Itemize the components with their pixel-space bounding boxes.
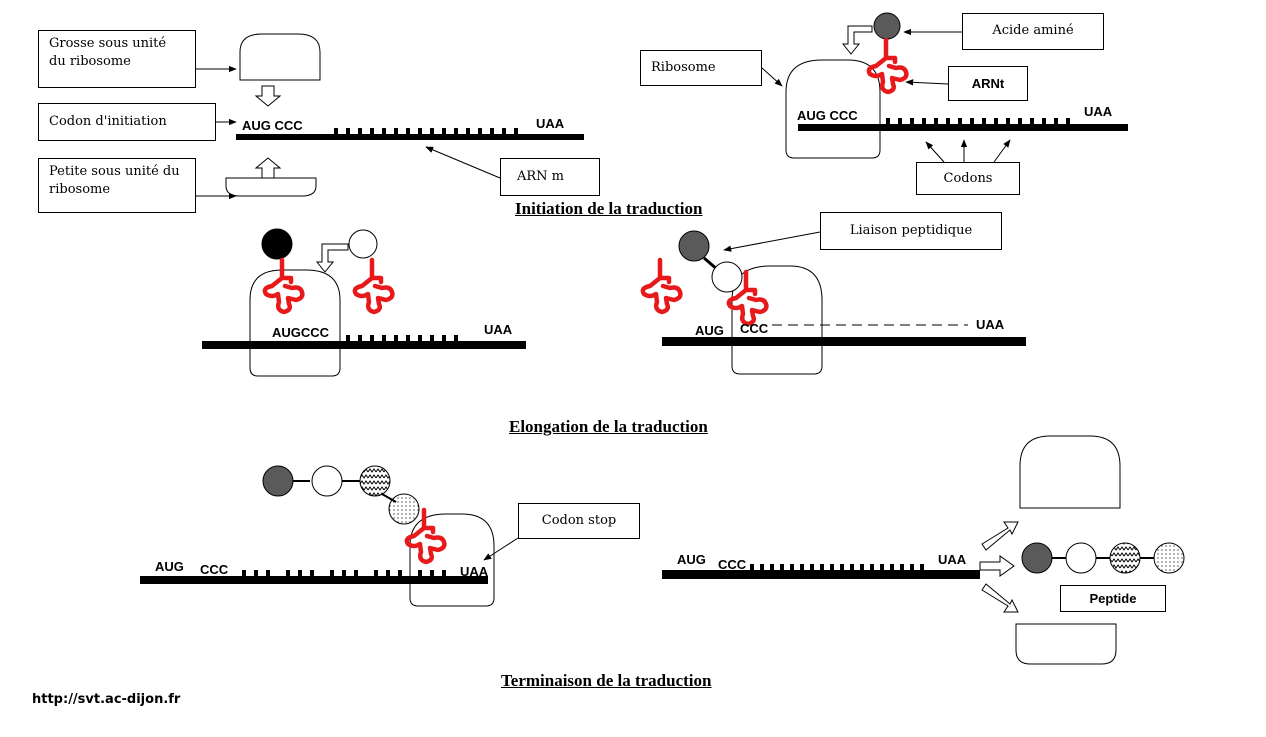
label-start-codon: Codon d'initiation bbox=[38, 103, 216, 141]
label-stop-codon: Codon stop bbox=[518, 503, 640, 539]
codon-ticks bbox=[334, 128, 518, 134]
codon-ticks bbox=[346, 335, 458, 341]
seq-uaa-p3: UAA bbox=[484, 322, 513, 337]
seq-aug-ccc-p1: AUG CCC bbox=[242, 118, 303, 133]
seq-uaa-p1: UAA bbox=[536, 116, 565, 131]
amino-acid-1 bbox=[262, 465, 294, 497]
seq-aug-ccc-p2: AUG CCC bbox=[797, 108, 858, 123]
amino-acid-met bbox=[261, 228, 293, 260]
label-peptide-bond: Liaison peptidique bbox=[820, 212, 1002, 250]
ribosome-body bbox=[785, 59, 881, 159]
seq-uaa-p2: UAA bbox=[1084, 104, 1113, 119]
label-peptide: Peptide bbox=[1060, 585, 1166, 612]
amino-acid-pro bbox=[711, 261, 743, 293]
mrna-strand bbox=[202, 341, 526, 349]
label-ribosome: Ribosome bbox=[640, 50, 762, 86]
seq-uaa-p5: UAA bbox=[460, 564, 489, 579]
seq-aug-p5: AUG bbox=[155, 559, 184, 574]
hollow-arrow-up bbox=[254, 157, 282, 179]
seq-ccc-p5: CCC bbox=[200, 562, 229, 577]
panel-elongation-incoming bbox=[202, 228, 526, 377]
source-credit: http://svt.ac-dijon.fr bbox=[32, 692, 181, 707]
seq-augccc-p3: AUGCCC bbox=[272, 325, 330, 340]
label-trna: ARNt bbox=[948, 66, 1028, 101]
amino-acid-met bbox=[873, 12, 901, 40]
mrna-strand bbox=[662, 570, 980, 579]
panel-elongation-peptide-bond bbox=[643, 230, 1026, 375]
title-initiation: Initiation de la traduction bbox=[515, 199, 703, 218]
small-subunit-shape bbox=[225, 177, 317, 197]
mrna-strand bbox=[662, 337, 1026, 346]
hollow-arrow-up-right bbox=[981, 521, 1019, 551]
label-large-subunit: Grosse sous unité du ribosome bbox=[38, 30, 196, 88]
seq-aug-p4: AUG bbox=[695, 323, 724, 338]
hollow-arrow-right bbox=[979, 555, 1015, 577]
large-subunit-shape bbox=[239, 33, 321, 81]
mrna-strand bbox=[236, 134, 584, 140]
peptide-amino-acid-2 bbox=[1065, 542, 1097, 574]
codon-ticks bbox=[242, 570, 446, 576]
codon-ticks bbox=[886, 118, 1070, 124]
title-elongation: Elongation de la traduction bbox=[509, 417, 708, 436]
peptide-amino-acid-4 bbox=[1153, 542, 1185, 574]
seq-aug-p6: AUG bbox=[677, 552, 706, 567]
label-small-subunit: Petite sous unité du ribosome bbox=[38, 158, 196, 213]
small-subunit-shape bbox=[1015, 623, 1117, 665]
seq-ccc-p4: CCC bbox=[740, 321, 769, 336]
codon-ticks bbox=[750, 564, 924, 570]
hollow-arrow-down-right bbox=[981, 583, 1019, 613]
label-codons: Codons bbox=[916, 162, 1020, 195]
panel-initiation-assembly bbox=[196, 33, 584, 200]
seq-ccc-p6: CCC bbox=[718, 557, 747, 572]
amino-acid-pro bbox=[348, 229, 378, 259]
trna-shape bbox=[355, 260, 393, 312]
amino-acid-3 bbox=[359, 465, 391, 497]
amino-acid-2 bbox=[311, 465, 343, 497]
panel-initiation-complex bbox=[761, 12, 1128, 163]
hollow-arrow-down bbox=[254, 85, 282, 107]
amino-acid-4 bbox=[388, 493, 420, 525]
hollow-arrow-bent bbox=[315, 243, 349, 273]
seq-uaa-p6: UAA bbox=[938, 552, 967, 567]
free-trna-shape bbox=[643, 260, 681, 312]
mrna-strand bbox=[798, 124, 1128, 131]
peptide-amino-acid-3 bbox=[1109, 542, 1141, 574]
label-amino-acid: Acide aminé bbox=[962, 13, 1104, 50]
peptide-amino-acid-1 bbox=[1021, 542, 1053, 574]
amino-acid-met bbox=[678, 230, 710, 262]
large-subunit-shape bbox=[1019, 435, 1121, 509]
panel-termination-release bbox=[662, 435, 1185, 665]
label-mrna: ARN m bbox=[500, 158, 600, 196]
seq-uaa-p4: UAA bbox=[976, 317, 1005, 332]
hollow-arrow-bent bbox=[841, 25, 873, 55]
panel-termination-stop bbox=[140, 465, 519, 607]
mrna-strand bbox=[140, 576, 488, 584]
title-termination: Terminaison de la traduction bbox=[501, 671, 712, 690]
